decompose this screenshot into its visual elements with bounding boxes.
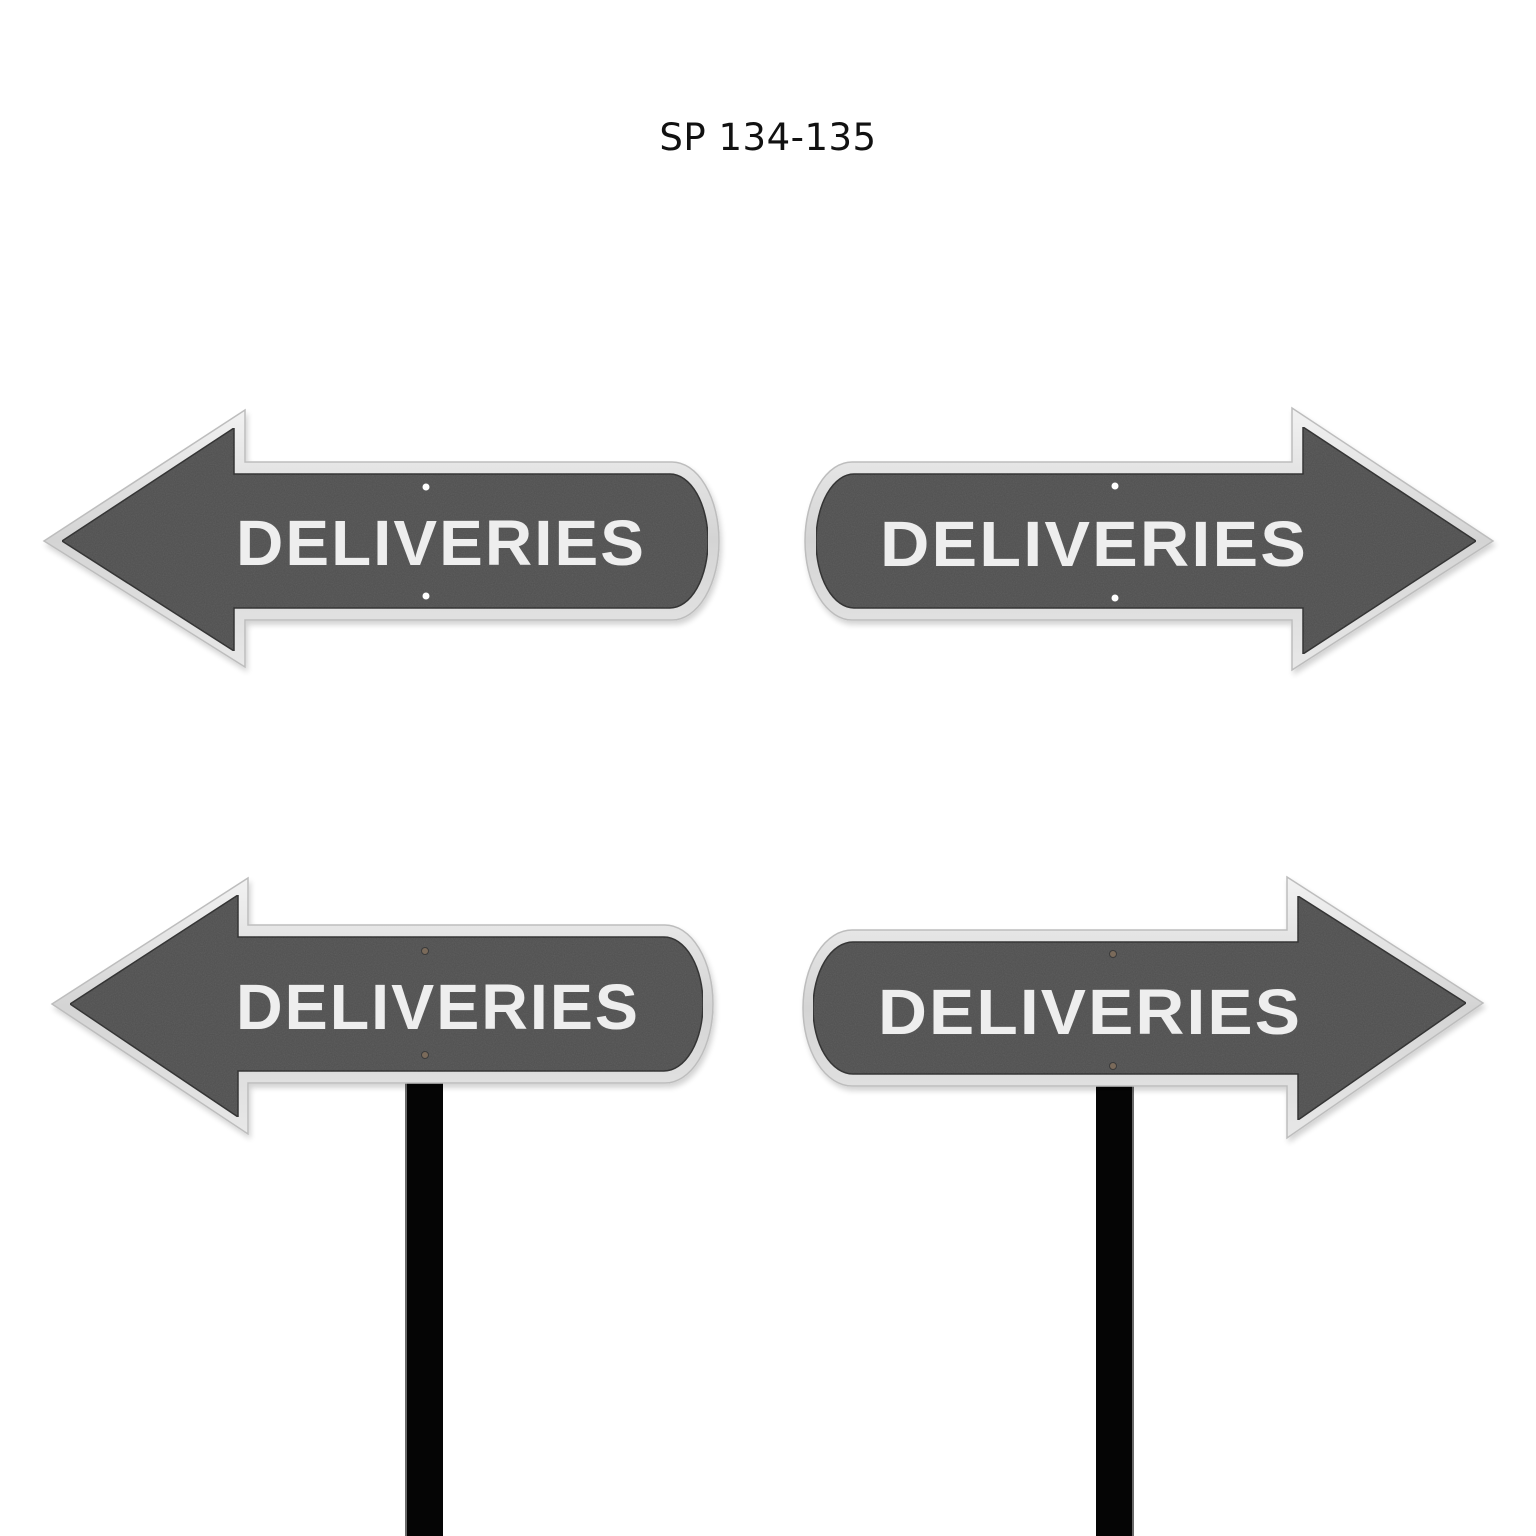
sign-label: DELIVERIES <box>878 976 1302 1048</box>
sign-label: DELIVERIES <box>236 971 640 1043</box>
mounting-hole-icon <box>422 592 430 600</box>
sign-top-left-left-arrow: DELIVERIES <box>42 408 720 669</box>
right-stake <box>1096 1086 1134 1536</box>
screw-icon <box>421 947 429 955</box>
mounting-hole-icon <box>1111 482 1119 490</box>
left-stake <box>405 1080 443 1536</box>
screw-icon <box>1109 1062 1117 1070</box>
sign-label: DELIVERIES <box>236 507 646 579</box>
sign-label: DELIVERIES <box>880 508 1308 580</box>
sign-bottom-right-right-arrow-on-stake: DELIVERIES <box>802 875 1485 1140</box>
product-code-caption: SP 134-135 <box>659 116 877 159</box>
screw-icon <box>1109 950 1117 958</box>
sign-bottom-left-left-arrow-on-stake: DELIVERIES <box>50 876 714 1136</box>
mounting-hole-icon <box>422 483 430 491</box>
sign-top-right-right-arrow: DELIVERIES <box>804 406 1495 672</box>
mounting-hole-icon <box>1111 594 1119 602</box>
screw-icon <box>421 1051 429 1059</box>
